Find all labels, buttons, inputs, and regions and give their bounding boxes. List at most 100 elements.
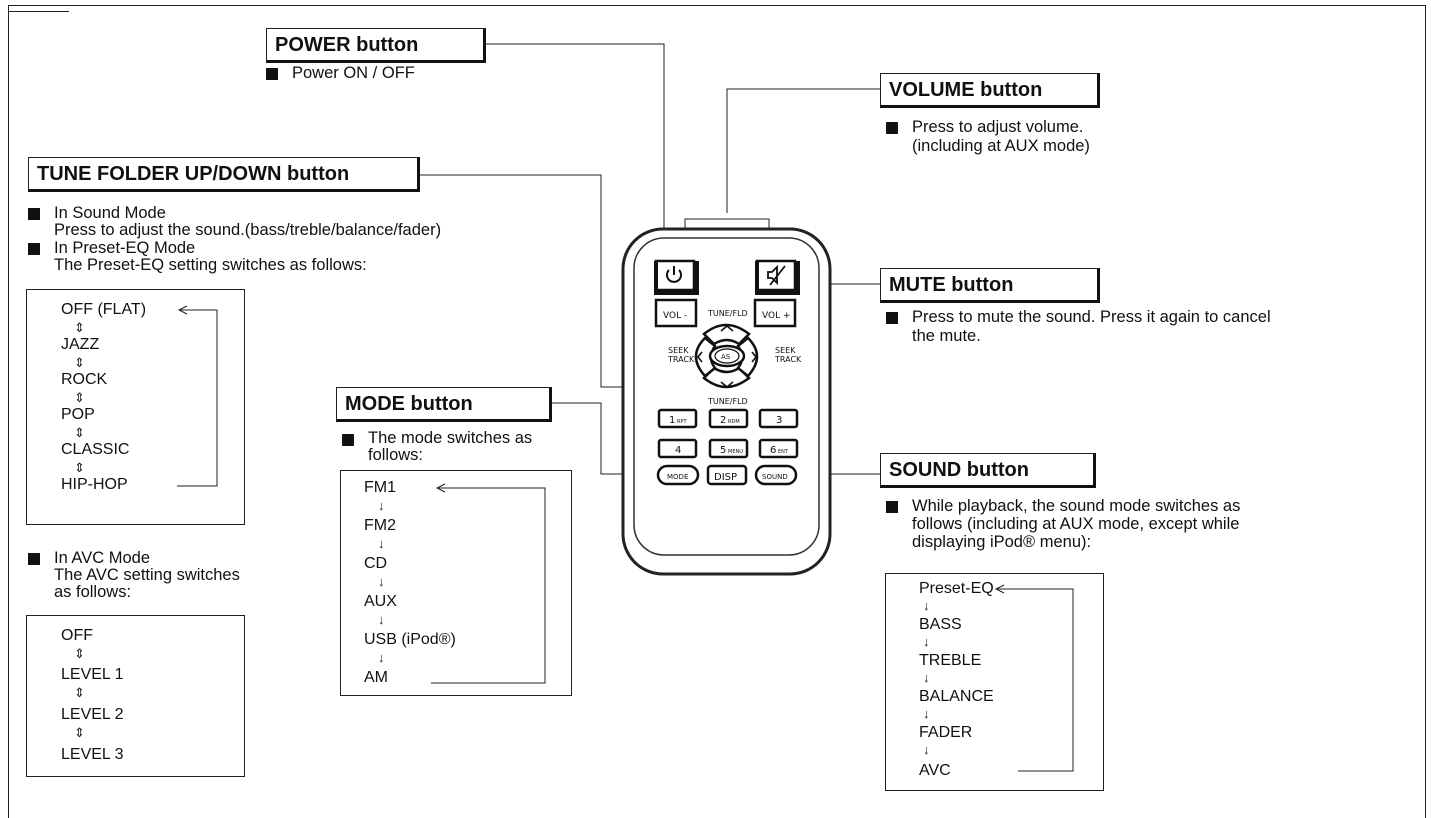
number-key-sublabel: MENU [728,449,743,455]
mode-loop-arrow [431,483,546,684]
down-arrow-icon: ↓ [378,536,385,551]
up-down-arrow-icon: ⇕ [74,355,85,370]
page-frame [8,5,1426,818]
sound-title: SOUND button [880,453,1096,488]
number-key-sublabel: RPT [677,419,687,425]
mode-key[interactable]: MODE [656,464,700,486]
down-arrow-icon: ↓ [378,498,385,513]
number-key-sublabel: RDM [728,419,740,425]
number-key-label: 4 [675,445,681,456]
number-key-label: 2 [720,415,726,426]
tune-desc-1-text: In Sound Mode Press to adjust the sound.… [54,204,442,239]
seek-left-text: SEEK [668,346,689,355]
volume-title: VOLUME button [880,73,1100,108]
mode-list-box: FM1 ↓ FM2 ↓ CD ↓ AUX ↓ USB (iPod®) ↓ AM [340,470,572,696]
list-item: FM2 [364,517,396,534]
disp-key-label: DISP [714,472,737,483]
eq-list-box: OFF (FLAT) ⇕ JAZZ ⇕ ROCK ⇕ POP ⇕ CLASSIC… [26,289,245,525]
down-arrow-icon: ↓ [378,650,385,665]
number-key-frame [708,438,749,459]
up-down-arrow-icon: ⇕ [74,725,85,740]
list-item: AM [364,669,388,686]
vol-plus-label: VOL + [762,311,791,321]
down-arrow-icon: ↓ [923,706,930,721]
list-item: OFF (FLAT) [61,301,147,318]
as-label: AS [721,353,731,361]
square-bullet-icon [886,501,898,513]
sound-key[interactable]: SOUND [754,464,798,486]
list-item: USB (iPod®) [364,631,456,648]
down-arrow-icon: ↓ [923,598,930,613]
dpad [694,323,759,389]
list-item: BALANCE [919,688,994,705]
number-key-frame [758,408,799,429]
list-item: JAZZ [61,336,100,353]
power-key[interactable] [654,259,699,295]
list-item: ROCK [61,371,108,388]
vol-minus-key[interactable]: VOL - [654,298,698,328]
list-item: AUX [364,593,397,610]
down-arrow-icon: ↓ [923,634,930,649]
number-key-4[interactable]: 4 [657,438,698,459]
down-arrow-icon: ↓ [923,670,930,685]
square-bullet-icon [28,553,40,565]
up-down-arrow-icon: ⇕ [74,390,85,405]
list-item: Preset-EQ [919,580,994,597]
number-key-label: 1 [669,415,675,426]
tune-fld-bottom-label: TUNE/FLD [707,397,748,406]
volume-desc-text: Press to adjust volume. (including at AU… [912,118,1090,155]
frame-top-mark [9,1,69,12]
mute-icon [767,264,786,286]
square-bullet-icon [28,208,40,220]
number-key-label: 6 [770,445,776,456]
vol-plus-key[interactable]: VOL + [753,298,797,328]
number-key-label: 5 [720,445,726,456]
seek-right-text-line2: TRACK [774,355,802,364]
number-key-frame [758,438,799,459]
mode-desc-text: The mode switches as follows: [368,429,533,464]
tune-title: TUNE FOLDER UP/DOWN button [28,157,420,192]
list-item: CLASSIC [61,441,130,458]
down-arrow-icon: ↓ [923,742,930,757]
power-leader [485,43,665,272]
square-bullet-icon [266,68,278,80]
sound-list-box: Preset-EQ ↓ BASS ↓ TREBLE ↓ BALANCE ↓ FA… [885,573,1104,791]
sound-key-label: SOUND [762,473,788,481]
list-item: HIP-HOP [61,476,128,493]
square-bullet-icon [886,122,898,134]
square-bullet-icon [886,312,898,324]
up-down-arrow-icon: ⇕ [74,460,85,475]
number-key-3[interactable]: 3 [758,408,799,429]
up-down-arrow-icon: ⇕ [74,320,85,335]
mute-key[interactable] [755,259,800,295]
list-item: POP [61,406,95,423]
tune-desc-2-text: In Preset-EQ Mode The Preset-EQ setting … [54,239,367,274]
power-icon [666,266,682,283]
square-bullet-icon [342,434,354,446]
up-down-arrow-icon: ⇕ [74,685,85,700]
list-item: BASS [919,616,962,633]
down-arrow-icon: ↓ [378,574,385,589]
number-key-frame [708,408,749,429]
disp-key[interactable]: DISP [706,464,748,486]
number-key-frame [657,408,698,429]
avc-desc-text: In AVC Mode The AVC setting switches as … [54,549,240,601]
remote-body-inner [633,237,820,556]
sound-loop-arrow [994,584,1074,772]
square-bullet-icon [28,243,40,255]
mode-title: MODE button [336,387,552,422]
avc-list-box: OFF ⇕ LEVEL 1 ⇕ LEVEL 2 ⇕ LEVEL 3 [26,615,245,777]
vol-minus-label: VOL - [663,311,687,321]
list-item: FM1 [364,479,396,496]
number-key-frame [657,438,698,459]
volume-leader [726,88,880,213]
list-item: LEVEL 2 [61,706,124,723]
mute-title: MUTE button [880,268,1100,303]
